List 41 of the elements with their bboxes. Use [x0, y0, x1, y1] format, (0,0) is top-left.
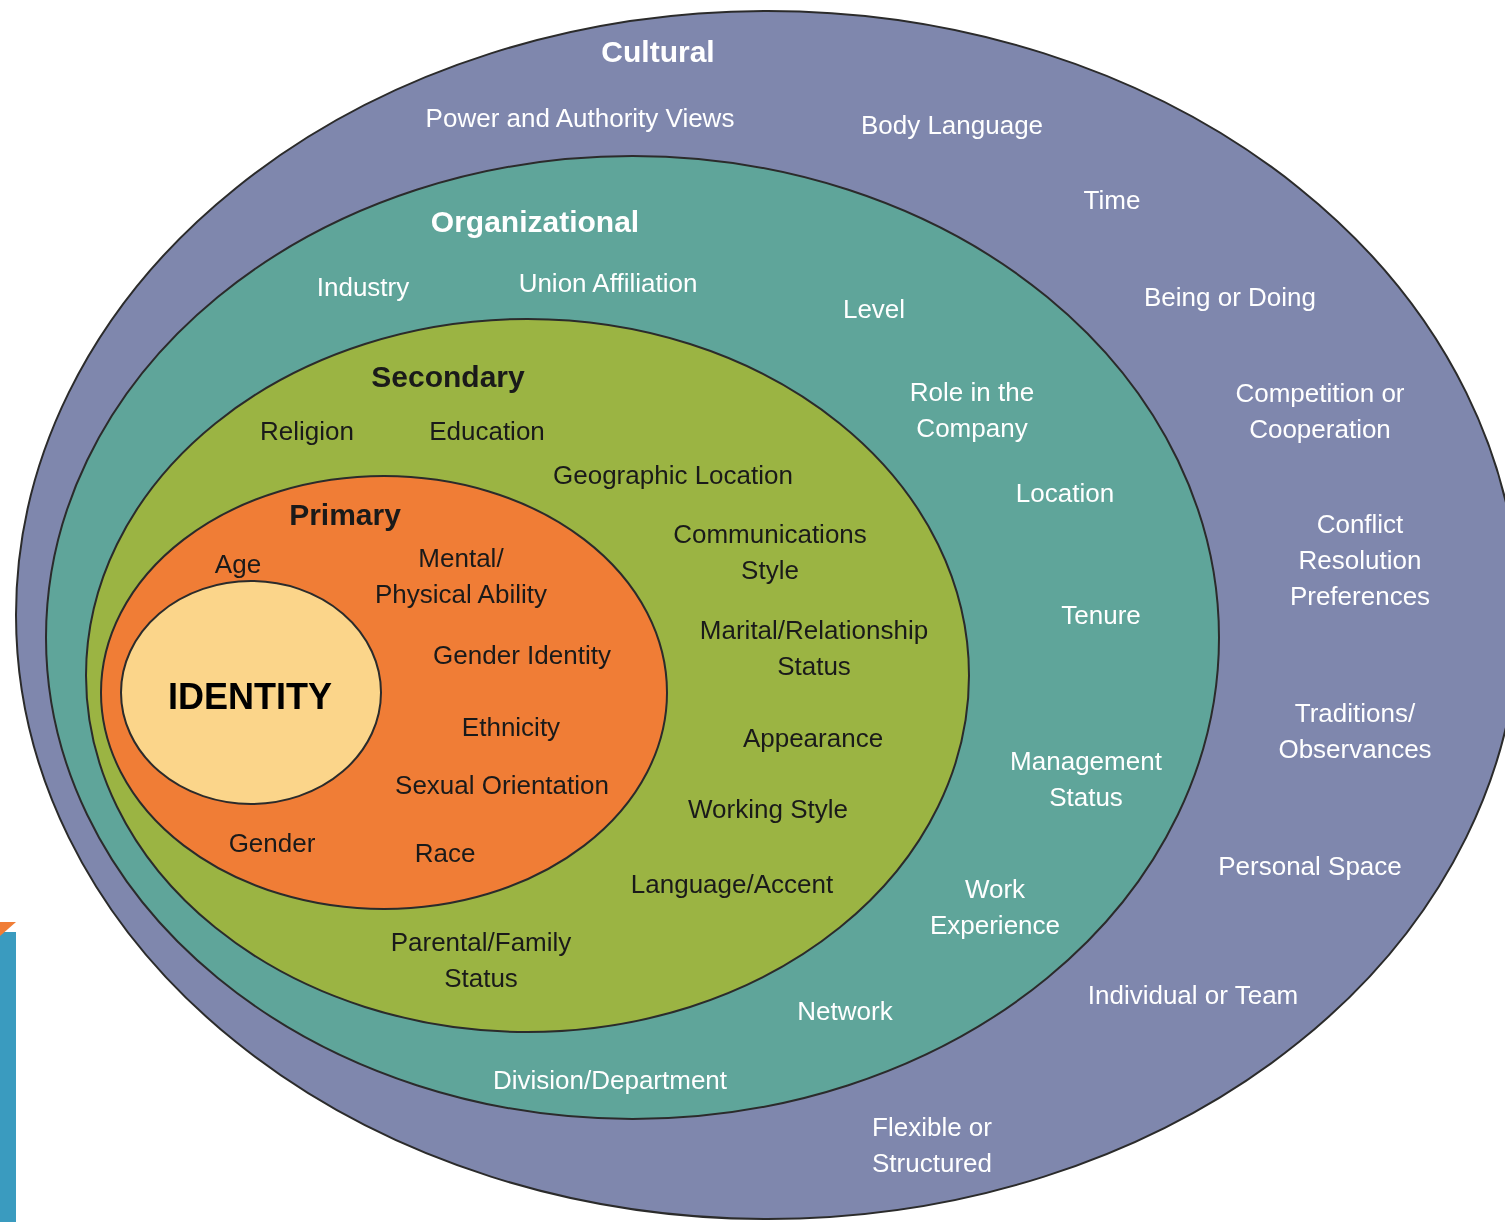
layer-title: Organizational: [429, 204, 641, 240]
item-label: Location: [1014, 477, 1116, 510]
item-label: Competition or Cooperation: [1234, 377, 1406, 446]
item-label: Industry: [315, 271, 411, 304]
item-label: Religion: [259, 415, 355, 448]
item-label: Individual or Team: [1086, 979, 1300, 1012]
item-label: Conflict Resolution Preferences: [1288, 508, 1432, 613]
item-label: Tenure: [1060, 599, 1142, 632]
item-label: Language/Accent: [629, 868, 835, 901]
item-label: Working Style: [687, 793, 849, 826]
item-label: Marital/Relationship Status: [698, 614, 930, 683]
layer-title: Secondary: [370, 359, 526, 395]
item-label: Ethnicity: [460, 711, 562, 744]
item-label: Being or Doing: [1143, 281, 1317, 314]
item-label: Gender Identity: [432, 639, 612, 672]
item-label: Education: [428, 415, 546, 448]
item-label: Gender: [227, 827, 317, 860]
item-label: Mental/ Physical Ability: [374, 542, 548, 611]
item-label: Network: [796, 995, 894, 1028]
item-label: Body Language: [859, 109, 1045, 142]
item-label: Personal Space: [1217, 850, 1403, 883]
item-label: Flexible or Structured: [871, 1111, 993, 1180]
item-label: Age: [213, 548, 263, 581]
item-label: Time: [1082, 184, 1142, 217]
item-label: Sexual Orientation: [394, 769, 610, 802]
item-label: Work Experience: [928, 873, 1062, 942]
item-label: Parental/Family Status: [389, 926, 573, 995]
item-label: Race: [413, 837, 477, 870]
layer-title: Primary: [288, 497, 402, 533]
item-label: Appearance: [741, 722, 885, 755]
center-label: IDENTITY: [167, 679, 333, 715]
item-label: Traditions/ Observances: [1277, 697, 1433, 766]
item-label: Communications Style: [672, 518, 868, 587]
item-label: Power and Authority Views: [424, 102, 736, 135]
item-label: Level: [841, 293, 907, 326]
item-label: Division/Department: [491, 1064, 729, 1097]
item-label: Role in the Company: [908, 376, 1036, 445]
item-label: Geographic Location: [552, 459, 794, 492]
item-label: Management Status: [1009, 745, 1163, 814]
layer-title: Cultural: [600, 34, 716, 70]
item-label: Union Affiliation: [517, 267, 699, 300]
